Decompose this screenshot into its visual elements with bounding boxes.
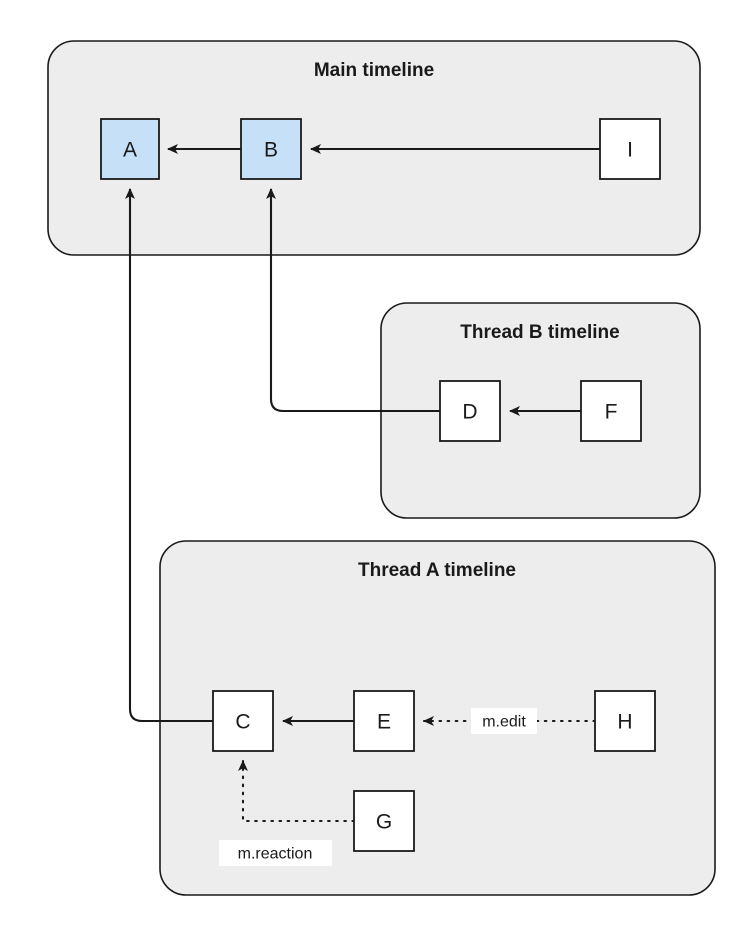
node-f[interactable]: F (580, 380, 642, 442)
node-e-rect[interactable] (353, 690, 415, 752)
node-d-label: D (462, 401, 477, 424)
node-c-label: C (235, 711, 250, 734)
node-b-rect[interactable] (240, 118, 302, 180)
node-i-rect[interactable] (599, 118, 661, 180)
node-e[interactable]: E (353, 690, 415, 752)
node-g[interactable]: G (353, 790, 415, 852)
node-f-label: F (605, 401, 618, 424)
node-h[interactable]: H (594, 690, 656, 752)
group-thread-a-timeline-title: Thread A timeline (358, 560, 516, 581)
group-thread-a-timeline-rect (159, 540, 716, 896)
node-a-label: A (123, 139, 137, 162)
edges-layer (125, 144, 600, 823)
group-thread-b-timeline-title: Thread B timeline (460, 322, 619, 343)
node-h-label: H (617, 711, 632, 734)
edge-labels-layer: m.edit m.reaction (219, 708, 537, 866)
node-b[interactable]: B (240, 118, 302, 180)
edge-c-to-a (125, 188, 213, 723)
group-thread-a-timeline: Thread A timeline (159, 540, 716, 896)
node-g-rect[interactable] (353, 790, 415, 852)
edge-label-m-reaction: m.reaction (238, 846, 313, 863)
node-c[interactable]: C (212, 690, 274, 752)
node-g-label: G (376, 811, 392, 834)
node-h-rect[interactable] (594, 690, 656, 752)
group-main-timeline-title: Main timeline (314, 60, 434, 81)
edge-label-m-edit: m.edit (482, 714, 526, 731)
node-e-label: E (377, 711, 391, 734)
node-d-rect[interactable] (439, 380, 501, 442)
node-i[interactable]: I (599, 118, 661, 180)
edge-label-m-edit-bg (471, 708, 537, 734)
node-c-rect[interactable] (212, 690, 274, 752)
node-i-label: I (627, 139, 633, 162)
node-d[interactable]: D (439, 380, 501, 442)
edge-d-to-b (266, 188, 440, 413)
node-a[interactable]: A (100, 118, 160, 180)
node-a-rect[interactable] (100, 118, 160, 180)
edge-label-m-reaction-bg (219, 840, 332, 866)
node-b-label: B (264, 139, 278, 162)
node-f-rect[interactable] (580, 380, 642, 442)
